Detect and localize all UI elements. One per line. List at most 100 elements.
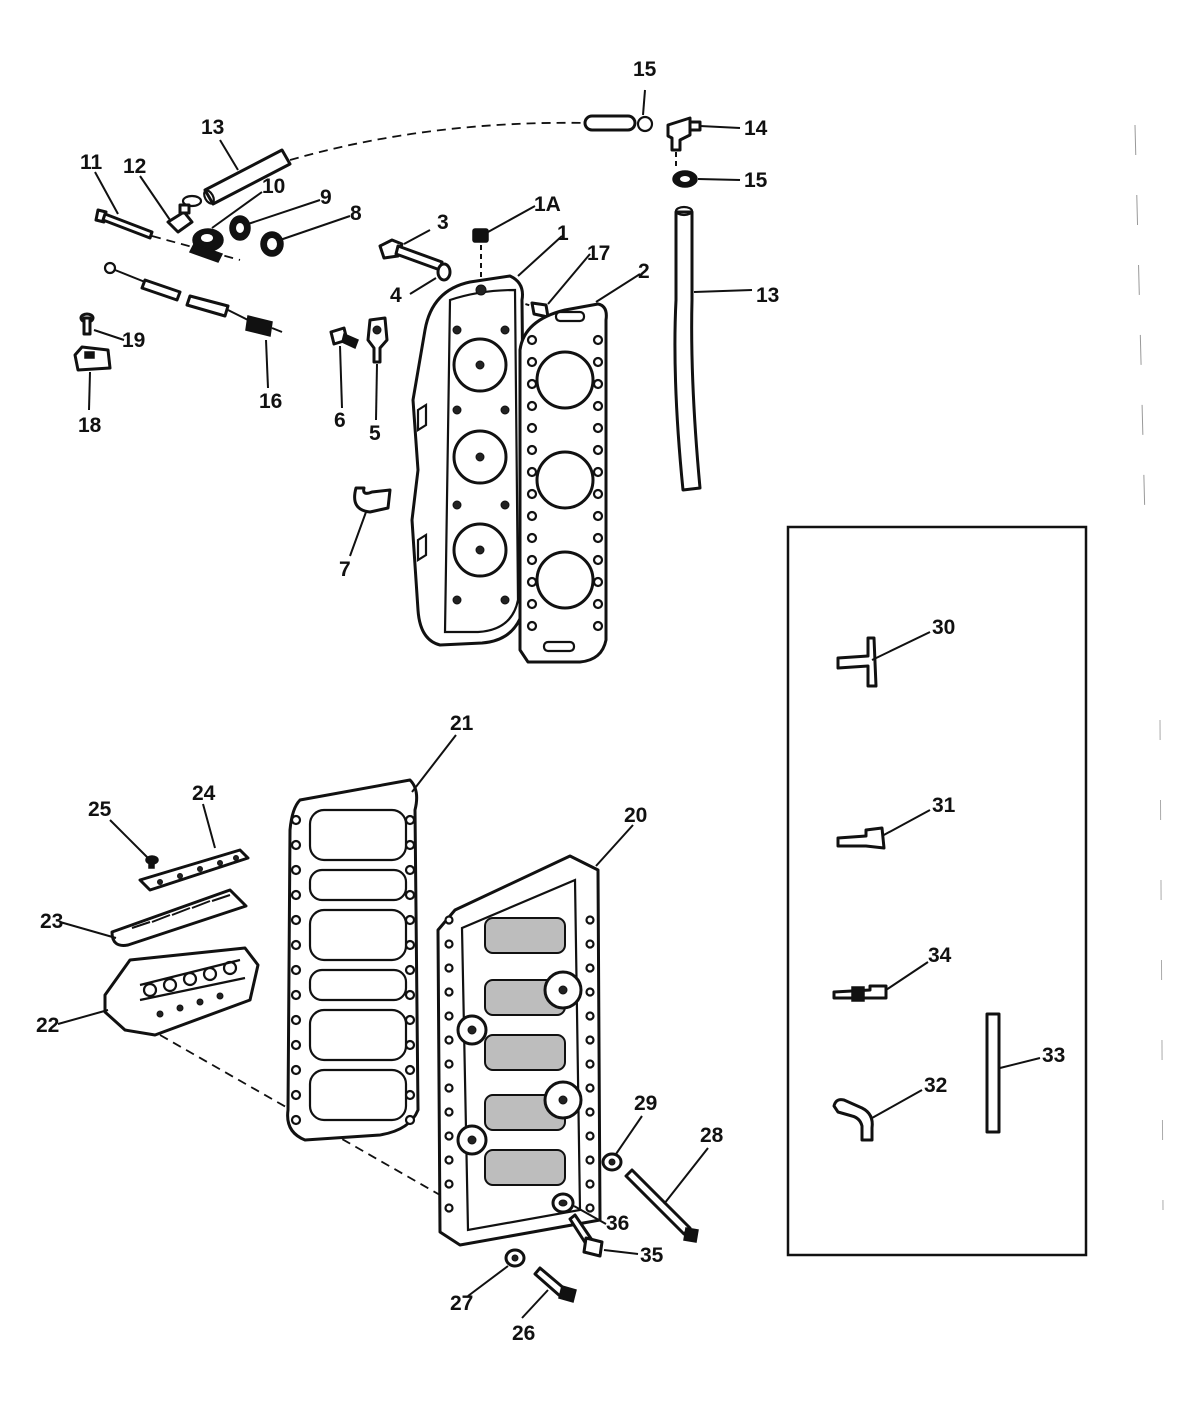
callout-25: 25: [88, 798, 112, 821]
callout-27: 27: [450, 1292, 473, 1315]
callout-24: 24: [192, 782, 216, 805]
callout-30: 30: [932, 616, 955, 639]
part-8-washer: [260, 231, 284, 257]
bolt-hole: [592, 554, 604, 566]
bolt-hole: [592, 488, 604, 500]
bolt-hole: [526, 334, 538, 346]
bolt-hole: [585, 1011, 595, 1021]
bolt-hole: [444, 963, 454, 973]
bolt-hole: [444, 1083, 454, 1093]
bolt-hole: [526, 488, 538, 500]
callout-23: 23: [40, 910, 63, 933]
part-20-reed-housing: [436, 854, 602, 1247]
bolt-hole: [290, 814, 302, 826]
bolt-hole: [592, 510, 604, 522]
bolt-hole: [526, 510, 538, 522]
head-gasket-bolt-holes: [526, 334, 604, 632]
bolt-hole: [526, 356, 538, 368]
bolt-hole: [592, 598, 604, 610]
bolt-hole: [585, 1059, 595, 1069]
callout-35: 35: [640, 1244, 664, 1267]
bolt-hole: [526, 444, 538, 456]
bolt-hole: [404, 889, 416, 901]
bolt-hole: [404, 839, 416, 851]
bolt-hole: [526, 576, 538, 588]
bolt-hole: [290, 864, 302, 876]
bolt-hole: [404, 964, 416, 976]
part-26-bolt: [533, 1266, 577, 1303]
bolt-hole: [526, 400, 538, 412]
bolt-hole: [404, 864, 416, 876]
part-25-screw: [145, 855, 159, 869]
callout-13-upper: 13: [201, 116, 224, 139]
part-15-clamp-lower: [672, 170, 698, 188]
part-36-washer: [551, 1192, 575, 1214]
bolt-hole: [585, 1035, 595, 1045]
bolt-hole: [290, 989, 302, 1001]
callout-13-right: 13: [756, 284, 779, 307]
part-18-cable-clamp: [73, 345, 112, 372]
part-32-elbow-fitting: [832, 1098, 874, 1142]
reed-housing-bolt-holes: [444, 915, 595, 1213]
bolt-hole: [444, 939, 454, 949]
callout-1A: 1A: [534, 193, 561, 216]
bolt-hole: [585, 939, 595, 949]
bolt-hole: [404, 814, 416, 826]
callout-15-upper: 15: [633, 58, 657, 81]
part-1A-plug: [472, 228, 489, 283]
part-5-bracket: [366, 316, 389, 364]
bolt-hole: [290, 1089, 302, 1101]
part-7-clip: [353, 486, 392, 514]
part-9-seal-washer: [229, 215, 251, 241]
part-35-bolt: [568, 1213, 604, 1258]
part-22-reed-block: [103, 946, 260, 1037]
bolt-hole: [444, 1011, 454, 1021]
part-2-head-gasket: [518, 302, 608, 664]
part-13-hose-long: [673, 205, 702, 492]
bolt-hole: [444, 1035, 454, 1045]
reed-alignment-line: [159, 1034, 441, 1196]
bolt-hole: [290, 914, 302, 926]
callout-26: 26: [512, 1322, 535, 1345]
bolt-hole: [592, 444, 604, 456]
bolt-hole: [404, 1089, 416, 1101]
bolt-hole: [290, 1039, 302, 1051]
bolt-hole: [444, 1131, 454, 1141]
callout-31: 31: [932, 794, 956, 817]
bolt-hole: [404, 1014, 416, 1026]
bolt-hole: [585, 1107, 595, 1117]
callout-7: 7: [339, 558, 351, 581]
bolt-hole: [526, 554, 538, 566]
bolt-hole: [585, 1179, 595, 1189]
part-hose-segment-upper: [583, 114, 637, 132]
part-28-long-bolt: [624, 1168, 699, 1243]
callout-16: 16: [259, 390, 282, 413]
callout-28: 28: [700, 1124, 724, 1147]
part-1-cylinder-head: [410, 274, 527, 647]
bolt-hole: [526, 620, 538, 632]
part-6-screw: [329, 326, 359, 350]
bolt-hole: [290, 939, 302, 951]
bolt-hole: [404, 1039, 416, 1051]
callout-29: 29: [634, 1092, 657, 1115]
callout-34: 34: [928, 944, 952, 967]
callout-11: 11: [80, 151, 103, 174]
part-24-reed-stop: [138, 848, 250, 892]
part-31-straight-fitting: [836, 826, 886, 850]
bolt-hole: [290, 964, 302, 976]
bolt-hole: [592, 422, 604, 434]
callout-20: 20: [624, 804, 647, 827]
bolt-hole: [592, 532, 604, 544]
part-14-elbow-fitting: [666, 116, 702, 168]
part-34-fitting: [832, 984, 888, 1002]
part-10-sender-housing: [181, 194, 224, 263]
part-21-intake-gasket: [286, 778, 420, 1142]
callout-33: 33: [1042, 1044, 1065, 1067]
part-11-long-bolt: [94, 208, 154, 240]
part-29-washer: [601, 1152, 623, 1172]
callout-36: 36: [606, 1212, 629, 1235]
bolt-hole: [444, 1155, 454, 1165]
bolt-hole: [526, 532, 538, 544]
leader-lines: [57, 89, 1041, 1319]
